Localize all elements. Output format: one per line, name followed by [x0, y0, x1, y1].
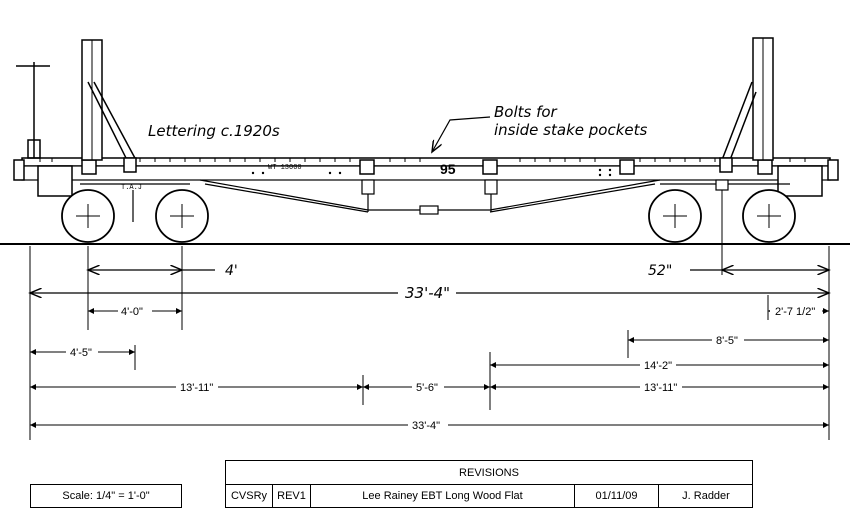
cell-drawn-by: J. Radder: [658, 484, 753, 508]
bolts-note-line1: Bolts for: [494, 103, 558, 121]
car-deck: [21, 157, 831, 181]
scale-label: Scale: 1/4" = 1'-0": [62, 490, 150, 502]
label-right-section: 13'-11": [644, 382, 677, 394]
revisions-block: REVISIONS CVSRy REV1 Lee Rainey EBT Long…: [225, 460, 753, 508]
right-truck: [660, 179, 790, 191]
weight-stencil: WT 13000: [268, 164, 302, 172]
cell-date: 01/11/09: [574, 484, 658, 508]
label-top-wheelbase: 4': [225, 263, 238, 279]
label-bottom-overall: 33'-4": [412, 420, 440, 432]
right-coupler: [777, 159, 839, 197]
wheel-4: [742, 189, 796, 243]
lettering-note: Lettering c.1920s: [148, 122, 280, 140]
date-label: 01/11/09: [595, 490, 638, 502]
car-number: 95: [440, 161, 456, 177]
label-right-offset: 8'-5": [716, 335, 738, 347]
revision-label: REV1: [277, 490, 306, 502]
scale-box: Scale: 1/4" = 1'-0": [30, 484, 182, 508]
dimension-labels: 4' 52" 33'-4" 4'-0" 2'-7 1/2" 8'-5" 4'-5…: [66, 263, 822, 432]
right-end-stake: [719, 37, 774, 173]
extension-lines: [29, 190, 830, 440]
label-top-overall: 33'-4": [405, 284, 450, 302]
cell-revision: REV1: [272, 484, 310, 508]
left-truck: [80, 183, 190, 222]
cell-description: Lee Rainey EBT Long Wood Flat: [310, 484, 574, 508]
brake-staff: [16, 62, 50, 159]
label-wheelbase-left: 4'-0": [121, 306, 143, 318]
wheels: [61, 189, 796, 243]
wheel-1: [61, 189, 115, 243]
wheel-2: [155, 189, 209, 243]
left-end-stake: [81, 39, 137, 173]
label-left-offset: 4'-5": [70, 347, 92, 359]
left-coupler: [13, 159, 73, 197]
revisions-header-label: REVISIONS: [459, 466, 519, 479]
truck-stencil: T.A.J: [121, 184, 142, 192]
label-top-right-wheelbase: 52": [648, 263, 672, 279]
label-center-section: 5'-6": [416, 382, 438, 394]
drawn-by-label: J. Radder: [682, 490, 730, 502]
label-left-section: 13'-11": [180, 382, 213, 394]
truss-rods: [199, 179, 661, 215]
revisions-header: REVISIONS: [226, 461, 752, 485]
label-right-span: 14'-2": [644, 360, 672, 372]
railway-label: CVSRy: [230, 490, 268, 502]
revision-row: CVSRy REV1 Lee Rainey EBT Long Wood Flat…: [226, 484, 752, 508]
label-overhang-right: 2'-7 1/2": [775, 306, 815, 318]
bolts-leader: [432, 116, 491, 152]
description-label: Lee Rainey EBT Long Wood Flat: [362, 490, 523, 502]
wheel-3: [648, 189, 702, 243]
bolts-note-line2: inside stake pockets: [494, 121, 647, 139]
cell-railway: CVSRy: [226, 484, 272, 508]
